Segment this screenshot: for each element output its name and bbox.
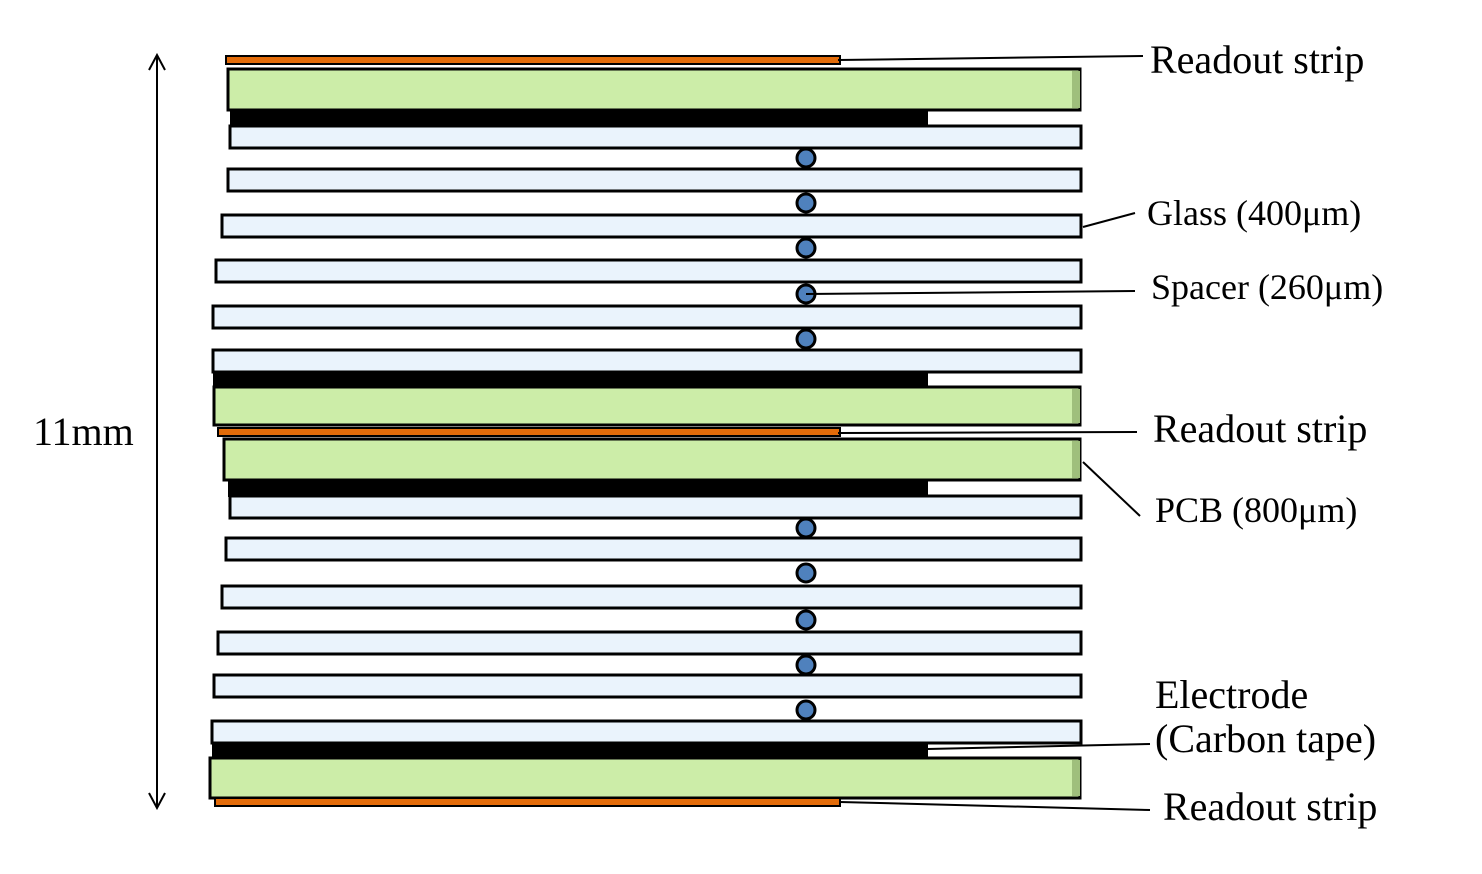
spacer-bead [795, 699, 817, 721]
leader-readout-strip-middle [837, 431, 1138, 434]
readout-strip [217, 427, 841, 437]
glass-layer [210, 719, 1083, 745]
label-electrode-line2: (Carbon tape) [1155, 716, 1376, 761]
leader-pcb [1082, 461, 1141, 517]
glass-layer [214, 258, 1083, 284]
glass-layer [216, 630, 1083, 656]
glass-layer [211, 348, 1083, 374]
spacer-bead [795, 192, 817, 214]
leader-spacer [805, 290, 1136, 295]
glass-layer [220, 213, 1083, 239]
pcb-edge-shade [1072, 760, 1080, 796]
pcb-layer [226, 67, 1082, 112]
electrode-layer [228, 481, 928, 497]
leader-readout-strip-top [837, 55, 1144, 61]
glass-layer [224, 536, 1083, 562]
electrode-layer [212, 742, 928, 758]
spacer-bead [795, 654, 817, 676]
leader-electrode [927, 743, 1151, 750]
readout-strip [225, 55, 841, 65]
label-readout-strip-middle: Readout strip [1153, 406, 1367, 451]
pcb-edge-shade [1072, 441, 1080, 478]
leader-glass [1082, 212, 1136, 228]
pcb-edge-shade [1072, 389, 1080, 423]
pcb-layer [208, 756, 1082, 800]
dimension-label: 11mm [33, 409, 134, 454]
spacer-bead [795, 562, 817, 584]
electrode-layer [213, 372, 928, 388]
spacer-bead [795, 609, 817, 631]
spacer-bead [795, 147, 817, 169]
dimension-arrow [148, 52, 166, 811]
glass-layer [211, 304, 1083, 330]
glass-layer [228, 124, 1083, 150]
readout-strip [214, 797, 841, 807]
pcb-layer [222, 437, 1082, 482]
label-electrode-line1: Electrode [1155, 672, 1308, 717]
glass-layer [226, 167, 1083, 193]
pcb-layer [212, 385, 1082, 427]
glass-layer [228, 494, 1083, 520]
spacer-bead [795, 517, 817, 539]
glass-layer [212, 673, 1083, 699]
electrode-layer [230, 110, 928, 126]
label-glass: Glass (400μm) [1147, 193, 1361, 233]
spacer-bead [795, 328, 817, 350]
leader-readout-strip-bottom [839, 801, 1151, 811]
label-pcb: PCB (800μm) [1155, 490, 1357, 530]
label-readout-strip-top: Readout strip [1150, 37, 1364, 82]
pcb-edge-shade [1072, 71, 1080, 108]
label-readout-strip-bottom: Readout strip [1163, 784, 1377, 829]
glass-layer [220, 584, 1083, 610]
spacer-bead [795, 237, 817, 259]
layer-stack [208, 55, 1083, 807]
label-spacer: Spacer (260μm) [1151, 267, 1383, 307]
leader-lines [805, 55, 1151, 811]
